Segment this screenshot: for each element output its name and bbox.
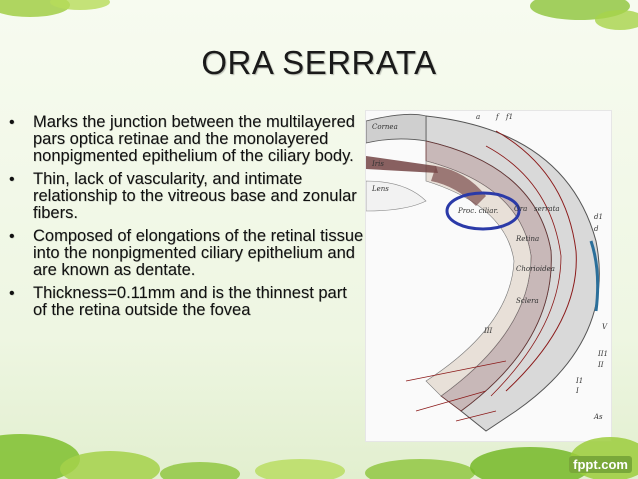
bullet-marker: •	[9, 228, 15, 245]
label-v: V	[602, 323, 608, 331]
label-ora: Ora	[514, 205, 527, 213]
label-iii: III	[483, 327, 493, 335]
label-retina: Retina	[515, 235, 539, 243]
bullet-text: Thin, lack of vascularity, and intimate …	[33, 170, 357, 222]
label-d1: d1	[594, 213, 603, 221]
leaf-decoration-top	[0, 0, 638, 30]
highlight-circle	[445, 191, 521, 231]
bullet-item: • Marks the junction between the multilay…	[0, 114, 365, 165]
label-i: I	[575, 387, 579, 395]
ora-serrata-diagram: Cornea Iris Lens Proc. ciliar. Ora serra…	[365, 110, 612, 442]
label-serrata: serrata	[534, 205, 560, 213]
label-ii: II	[597, 361, 604, 369]
fppt-logo: fppt.com	[569, 456, 632, 473]
bullet-item: • Composed of elongations of the retinal …	[0, 228, 365, 279]
label-f: f	[495, 113, 500, 121]
label-sclera: Sclera	[516, 297, 539, 305]
bullet-marker: •	[9, 114, 15, 131]
bullet-text: Thickness=0.11mm and is the thinnest par…	[33, 284, 347, 319]
label-cornea: Cornea	[372, 123, 398, 131]
leaf-decoration-bottom	[0, 434, 638, 479]
label-i1: I1	[575, 377, 583, 385]
label-lens: Lens	[371, 185, 389, 193]
label-f1: f1	[505, 113, 513, 121]
label-a: a	[476, 113, 480, 121]
label-iris: Iris	[371, 160, 384, 168]
label-chorioidea: Chorioidea	[516, 265, 555, 273]
bullet-marker: •	[9, 171, 15, 188]
slide-title: ORA SERRATA	[201, 44, 437, 81]
bullet-item: • Thin, lack of vascularity, and intimate…	[0, 171, 365, 222]
label-as: As	[593, 413, 603, 421]
bullet-text: Marks the junction between the multilaye…	[33, 113, 355, 165]
label-ii1: II1	[597, 350, 608, 358]
eye-cross-section-illustration: Cornea Iris Lens Proc. ciliar. Ora serra…	[365, 113, 608, 432]
bullet-text: Composed of elongations of the retinal t…	[33, 227, 364, 279]
bullet-list: • Marks the junction between the multilay…	[0, 114, 365, 325]
label-proc-ciliar: Proc. ciliar.	[457, 207, 498, 215]
label-d: d	[594, 225, 599, 233]
bullet-item: • Thickness=0.11mm and is the thinnest pa…	[0, 285, 365, 319]
bullet-marker: •	[9, 285, 15, 302]
